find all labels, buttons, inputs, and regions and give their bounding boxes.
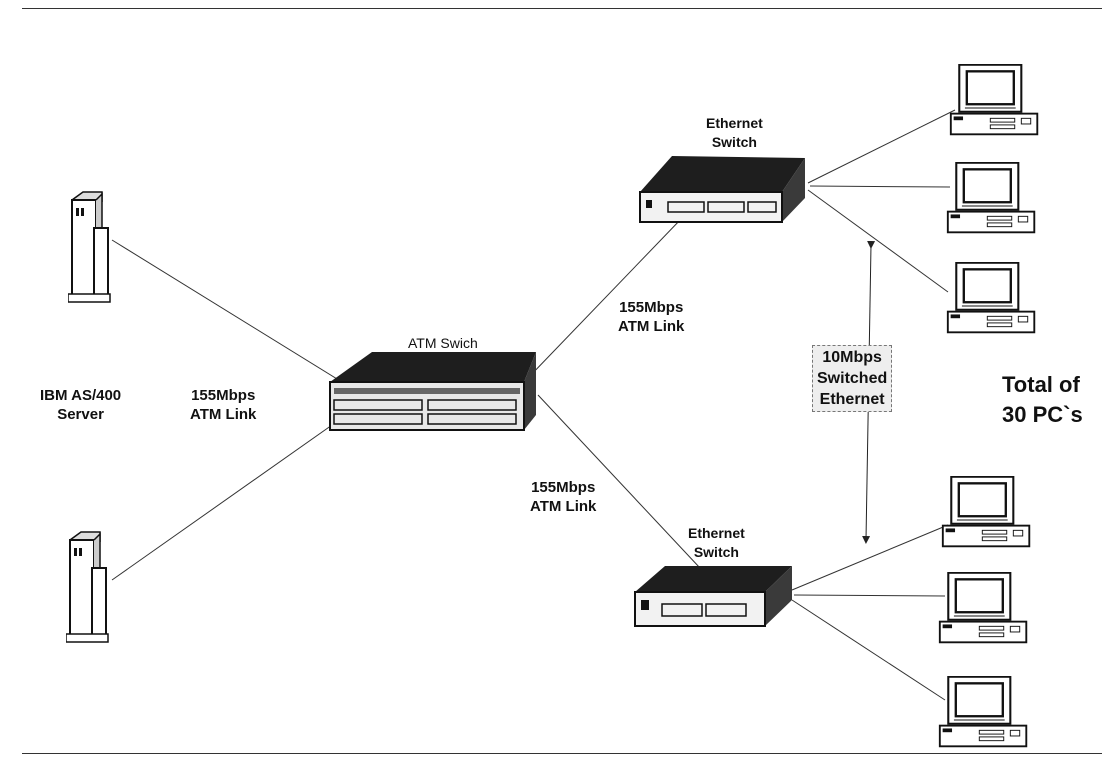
link-label-left: 155Mbps ATM Link xyxy=(190,386,256,424)
server-icon-bottom xyxy=(66,532,108,642)
line-eth-bottom-pc4 xyxy=(792,525,948,590)
link-label-left-speed: 155Mbps xyxy=(190,386,256,405)
atm-switch-label: ATM Swich xyxy=(408,334,478,353)
total-pcs-line1: Total of xyxy=(1002,370,1083,400)
atm-switch-icon xyxy=(330,352,536,430)
line-eth-bottom-pc6 xyxy=(792,600,945,700)
link-label-upper-speed: 155Mbps xyxy=(618,298,684,317)
ethernet-switch-top-label-line2: Switch xyxy=(706,133,763,152)
ethernet-switch-icon-bottom xyxy=(635,566,792,626)
ethernet-switch-icon-top xyxy=(640,156,805,222)
pc-icon-1 xyxy=(951,65,1037,135)
total-pcs-label: Total of 30 PC`s xyxy=(1002,370,1083,430)
ethernet-switch-bottom-label-line1: Ethernet xyxy=(688,524,745,543)
line-server2-atm xyxy=(112,418,342,580)
server-icon-top xyxy=(68,192,110,302)
server-label-line2: Server xyxy=(40,405,121,424)
link-label-upper-type: ATM Link xyxy=(618,317,684,336)
server-label: IBM AS/400 Server xyxy=(40,386,121,424)
server-label-line1: IBM AS/400 xyxy=(40,386,121,405)
pc-icon-5 xyxy=(940,573,1026,643)
switched-ethernet-line3: Ethernet xyxy=(817,389,887,410)
total-pcs-line2: 30 PC`s xyxy=(1002,400,1083,430)
switched-ethernet-line2: Switched xyxy=(817,368,887,389)
ethernet-switch-top-label-line1: Ethernet xyxy=(706,114,763,133)
ethernet-switch-top-label: Ethernet Switch xyxy=(706,114,763,152)
line-eth-bottom-pc5 xyxy=(794,595,945,596)
link-label-lower-type: ATM Link xyxy=(530,497,596,516)
switched-ethernet-speed: 10Mbps xyxy=(817,347,887,368)
ethernet-switch-bottom-label-line2: Switch xyxy=(688,543,745,562)
pc-icon-4 xyxy=(943,477,1029,547)
line-eth-top-pc1 xyxy=(808,110,955,183)
link-label-lower: 155Mbps ATM Link xyxy=(530,478,596,516)
atm-switch-label-text: ATM Swich xyxy=(408,334,478,353)
link-label-left-type: ATM Link xyxy=(190,405,256,424)
link-label-lower-speed: 155Mbps xyxy=(530,478,596,497)
link-label-upper: 155Mbps ATM Link xyxy=(618,298,684,336)
line-eth-top-pc2 xyxy=(810,186,950,187)
pc-icon-6 xyxy=(940,677,1026,747)
ethernet-switch-bottom-label: Ethernet Switch xyxy=(688,524,745,562)
line-eth-top-pc3 xyxy=(808,190,948,292)
switched-ethernet-box: 10Mbps Switched Ethernet xyxy=(812,345,892,412)
line-server1-atm xyxy=(112,240,342,382)
pc-icon-2 xyxy=(948,163,1034,233)
pc-icon-3 xyxy=(948,263,1034,333)
